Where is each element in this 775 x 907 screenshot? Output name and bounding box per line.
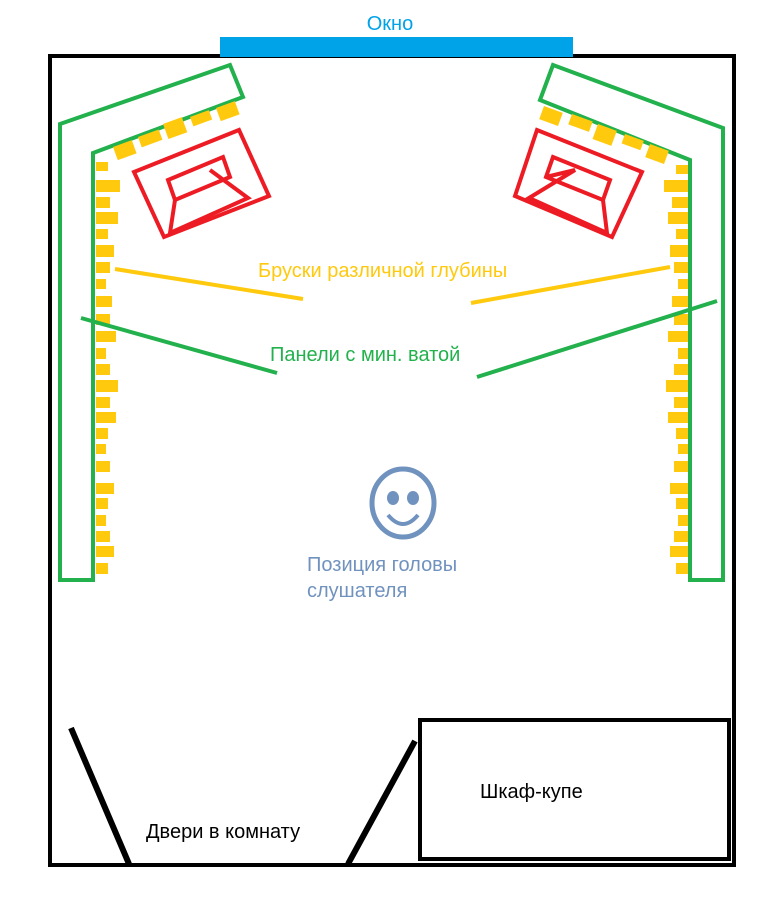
panels-leader-right (476, 299, 718, 379)
doors-label: Двери в комнату (146, 821, 300, 843)
left-diffuser-bars (96, 162, 120, 574)
window-label: Окно (367, 13, 413, 35)
right-speaker-icon (512, 127, 645, 240)
left-speaker-icon (131, 127, 272, 240)
room-walls (48, 54, 736, 867)
bars-leader-right (470, 265, 671, 305)
listener-label-line2: слушателя (307, 580, 407, 602)
left-diagonal-bars (113, 101, 240, 161)
wardrobe-label: Шкаф-купе (480, 781, 583, 803)
smiley-face-icon (369, 466, 437, 540)
window-bar (220, 37, 573, 57)
right-diagonal-bars (539, 106, 669, 164)
left-absorber-panel (58, 62, 246, 582)
door-left-leaf (68, 726, 132, 866)
wardrobe-box (418, 718, 731, 861)
right-diffuser-bars (664, 165, 688, 574)
panels-leader-left (80, 316, 278, 375)
bars-label: Бруски различной глубины (258, 260, 507, 282)
listener-label-line1: Позиция головы (307, 554, 457, 576)
door-right-leaf (345, 739, 418, 866)
right-absorber-panel (537, 62, 725, 582)
panels-label: Панели с мин. ватой (270, 344, 460, 366)
bars-leader-left (114, 267, 304, 301)
